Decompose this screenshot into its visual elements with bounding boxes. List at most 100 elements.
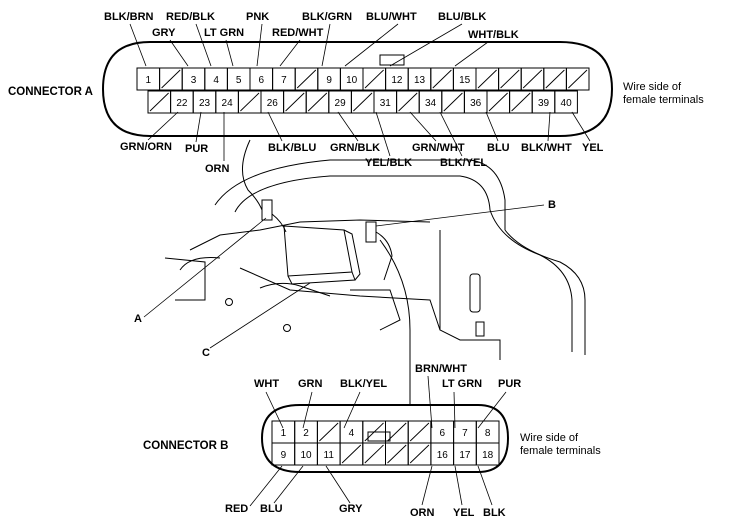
wire-label-orn: ORN bbox=[205, 163, 230, 175]
empty-terminal-slash bbox=[364, 69, 384, 89]
empty-terminal-slash bbox=[568, 69, 588, 89]
terminal-number: 10 bbox=[300, 450, 312, 461]
terminal-number: 16 bbox=[437, 450, 449, 461]
bolt bbox=[283, 324, 291, 332]
wire-label-orn-b: ORN bbox=[410, 507, 435, 519]
empty-terminal-slash bbox=[443, 92, 463, 112]
wire-label-lt-grn: LT GRN bbox=[204, 27, 244, 39]
wire-label-red-wht: RED/WHT bbox=[272, 27, 324, 39]
wire-label-blk-brn: BLK/BRN bbox=[104, 11, 154, 23]
terminal-cell bbox=[565, 67, 590, 91]
wire-label-yel: YEL bbox=[582, 142, 604, 154]
terminal-number: 9 bbox=[281, 450, 287, 461]
terminal-number: 13 bbox=[414, 75, 426, 86]
empty-terminal-slash bbox=[387, 444, 407, 464]
terminal-number: 34 bbox=[425, 98, 437, 109]
terminal-number: 4 bbox=[213, 75, 219, 86]
terminal-cell bbox=[475, 442, 500, 466]
dashboard-illustration bbox=[164, 139, 586, 405]
terminal-number: 11 bbox=[324, 450, 335, 461]
wire-label-blu-blk: BLU/BLK bbox=[438, 11, 486, 23]
wire-label-pnk: PNK bbox=[246, 11, 269, 23]
callout-b: B bbox=[548, 199, 556, 211]
empty-terminal-slash bbox=[409, 422, 430, 442]
wire-label-wht-blk: WHT/BLK bbox=[468, 29, 519, 41]
empty-terminal-slash bbox=[364, 422, 384, 442]
wire-label-grn-blk: GRN/BLK bbox=[330, 142, 380, 154]
wire-label-red-blk: RED/BLK bbox=[166, 11, 215, 23]
callout-c: C bbox=[202, 347, 210, 359]
callouts: B A C bbox=[134, 199, 556, 359]
bolt bbox=[225, 298, 233, 306]
terminal-number: 31 bbox=[380, 98, 392, 109]
empty-terminal-slash bbox=[353, 92, 373, 112]
terminal-number: 3 bbox=[191, 75, 197, 86]
terminal-number: 12 bbox=[391, 75, 403, 86]
wire-label-grn-wht: GRN/WHT bbox=[412, 142, 465, 154]
connector-b-shell bbox=[260, 404, 510, 473]
connector-a-bottom-leaders bbox=[147, 111, 591, 161]
empty-terminal-slash bbox=[341, 444, 362, 464]
empty-terminal-slash bbox=[511, 92, 531, 112]
connector-a-top-leaders bbox=[129, 23, 489, 67]
terminal-number: 8 bbox=[485, 428, 491, 439]
empty-terminal-slash bbox=[240, 92, 260, 112]
connector-b-bottom-leaders bbox=[249, 465, 493, 507]
harness-b bbox=[379, 239, 411, 405]
wire-label-grn: GRN bbox=[298, 378, 323, 390]
connector-a-side-text-2: female terminals bbox=[623, 94, 704, 106]
wire-label-brn-wht: BRN/WHT bbox=[415, 363, 467, 375]
terminal-number: 5 bbox=[236, 75, 242, 86]
terminal-number: 9 bbox=[326, 75, 332, 86]
empty-terminal-slash bbox=[296, 69, 317, 89]
connector-b-top-row: 1 2 4 6 7 8 bbox=[271, 420, 500, 444]
terminal-number: 24 bbox=[222, 98, 234, 109]
connector-b-plug bbox=[365, 221, 377, 243]
empty-terminal-slash bbox=[500, 69, 520, 89]
terminal-number: 36 bbox=[470, 98, 482, 109]
empty-terminal-slash bbox=[307, 92, 328, 112]
empty-terminal-slash bbox=[319, 422, 339, 442]
terminal-number: 7 bbox=[281, 75, 287, 86]
terminal-number: 1 bbox=[281, 428, 287, 439]
empty-terminal-slash bbox=[364, 444, 384, 464]
empty-terminal-slash bbox=[161, 69, 181, 89]
terminal-number: 7 bbox=[462, 428, 468, 439]
empty-terminal-slash bbox=[545, 69, 565, 89]
wire-label-gry-b: GRY bbox=[339, 503, 363, 515]
connector-b-side-text-1: Wire side of bbox=[520, 432, 579, 444]
terminal-number: 1 bbox=[146, 75, 152, 86]
harness-a bbox=[242, 139, 263, 211]
connector-b-lock-tab bbox=[367, 431, 391, 442]
empty-terminal-slash bbox=[432, 69, 452, 89]
terminal-number: 10 bbox=[346, 75, 358, 86]
wire-label-wht: WHT bbox=[254, 378, 279, 390]
connector-a-plug bbox=[261, 199, 273, 221]
empty-terminal-slash bbox=[387, 422, 407, 442]
wire-label-blk-grn: BLK/GRN bbox=[302, 11, 352, 23]
connector-b-top-leaders bbox=[265, 375, 507, 429]
terminal-number: 18 bbox=[482, 450, 494, 461]
wire-label-blu: BLU bbox=[487, 142, 510, 154]
connector-b-side-text-2: female terminals bbox=[520, 445, 601, 457]
connector-b-title: CONNECTOR B bbox=[143, 440, 228, 452]
terminal-number: 2 bbox=[303, 428, 309, 439]
ecu-module bbox=[283, 225, 353, 277]
wire-label-grn-orn: GRN/ORN bbox=[120, 141, 172, 153]
wire-label-yel-b: YEL bbox=[453, 507, 475, 519]
terminal-number: 40 bbox=[561, 98, 573, 109]
connector-a-title: CONNECTOR A bbox=[8, 86, 93, 98]
terminal-number: 4 bbox=[349, 428, 355, 439]
wire-label-blu-b: BLU bbox=[260, 503, 283, 515]
wire-label-pur-b: PUR bbox=[498, 378, 521, 390]
terminal-number: 23 bbox=[199, 98, 211, 109]
terminal-number: 6 bbox=[259, 75, 265, 86]
wire-label-yel-blk: YEL/BLK bbox=[365, 157, 412, 169]
terminal-number: 6 bbox=[439, 428, 445, 439]
